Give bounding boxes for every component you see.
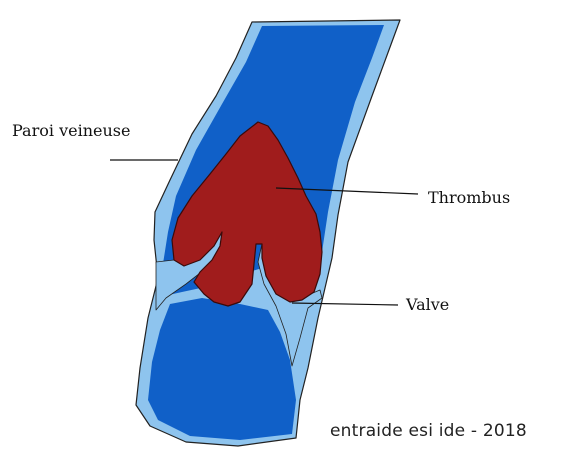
valve-label: Valve [406, 297, 449, 313]
thrombus-label: Thrombus [428, 190, 510, 206]
paroi-veineuse-label: Paroi veineuse [12, 123, 130, 139]
credit-text: entraide esi ide - 2018 [330, 423, 527, 440]
